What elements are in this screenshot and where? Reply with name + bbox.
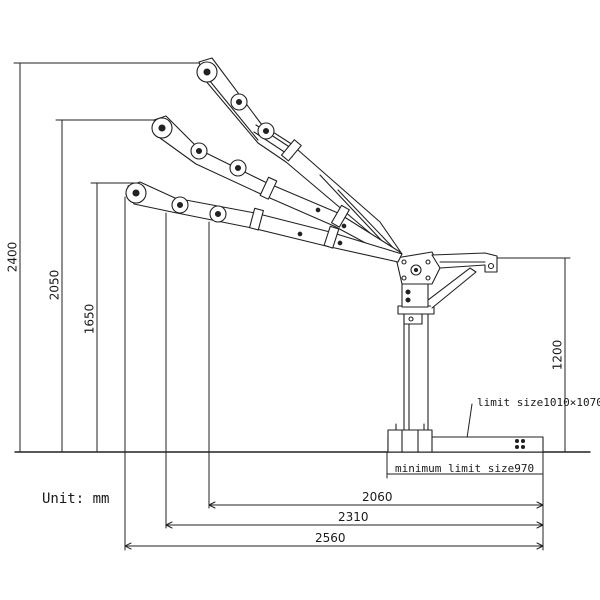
reach-label-2060: 2060 bbox=[362, 490, 393, 504]
minimum-limit-note: minimum limit size970 bbox=[395, 462, 535, 475]
crane-head bbox=[395, 251, 498, 309]
reach-label-2560: 2560 bbox=[315, 531, 346, 545]
boom-position-high bbox=[196, 57, 403, 261]
reach-label-2310: 2310 bbox=[338, 510, 369, 524]
height-label-1650: 1650 bbox=[82, 303, 97, 335]
crane-mast bbox=[397, 283, 435, 438]
limit-pointer bbox=[466, 403, 473, 439]
mast-height-label: 1200 bbox=[550, 339, 565, 371]
height-label-2050: 2050 bbox=[47, 269, 62, 301]
boom-position-low bbox=[125, 181, 403, 263]
height-dimension-lines bbox=[13, 62, 571, 453]
unit-note: Unit: mm bbox=[42, 491, 110, 507]
limit-size-note: limit size1010×1070 bbox=[477, 396, 600, 409]
reach-dimension-lines bbox=[124, 196, 544, 551]
crane-base bbox=[387, 423, 544, 453]
height-label-2400: 2400 bbox=[5, 241, 20, 273]
boom-position-mid bbox=[151, 115, 401, 261]
